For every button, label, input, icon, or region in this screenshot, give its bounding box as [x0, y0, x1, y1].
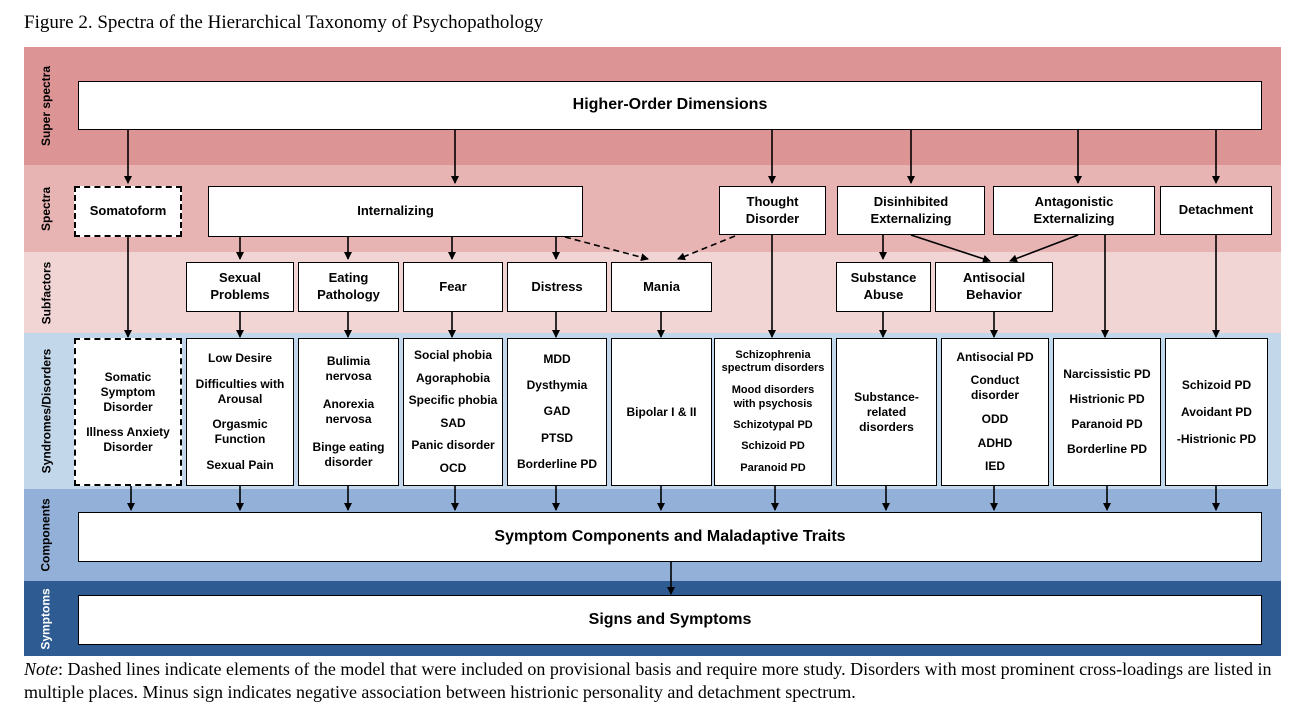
syndrome-item: Sexual Pain: [206, 457, 274, 472]
syndrome-item: IED: [984, 459, 1005, 474]
syndrome-item: Mood disorders with psychosis: [731, 383, 815, 410]
syndrome-item: Borderline PD: [516, 456, 597, 471]
syndrome-item: ADHD: [977, 435, 1013, 450]
note-label: Note: [24, 659, 58, 679]
syndrome-item: Schizophrenia spectrum disorders: [721, 348, 825, 375]
node-disinhibited-externalizing: Disinhibited Externalizing: [837, 186, 985, 235]
node-sexual-problems: Sexual Problems: [186, 262, 294, 312]
syndrome-item: Anorexia nervosa: [322, 397, 375, 426]
node-signs-and-symptoms: Signs and Symptoms: [78, 595, 1262, 645]
syndrome-item: GAD: [543, 404, 571, 419]
syndrome-item: Bipolar I & II: [626, 404, 697, 419]
syndrome-item: Schizotypal PD: [733, 418, 813, 431]
syndrome-item: Paranoid PD: [1071, 417, 1143, 431]
syndrome-list-antisocial: Antisocial PD Conduct disorder ODD ADHD …: [941, 338, 1049, 486]
node-somatoform: Somatoform: [74, 186, 182, 237]
node-symptom-components: Symptom Components and Maladaptive Trait…: [78, 512, 1262, 562]
syndrome-item: Paranoid PD: [740, 461, 806, 474]
syndrome-item: MDD: [543, 352, 571, 367]
syndrome-item: Panic disorder: [411, 438, 495, 453]
node-internalizing: Internalizing: [208, 186, 583, 237]
syndrome-list-detachment: Schizoid PD Avoidant PD -Histrionic PD: [1165, 338, 1268, 486]
node-detachment: Detachment: [1160, 186, 1272, 235]
node-thought-disorder: Thought Disorder: [719, 186, 826, 235]
syndrome-item: Narcissistic PD: [1063, 367, 1151, 381]
syndrome-item: Specific phobia: [408, 393, 498, 408]
syndrome-item: Bulimia nervosa: [325, 354, 372, 383]
syndrome-item: Orgasmic Function: [212, 417, 268, 447]
syndrome-list-mania: Bipolar I & II: [611, 338, 712, 486]
syndrome-list-fear: Social phobia Agoraphobia Specific phobi…: [403, 338, 503, 486]
syndrome-item: Illness Anxiety Disorder: [86, 424, 170, 454]
syndrome-list-eating: Bulimia nervosa Anorexia nervosa Binge e…: [298, 338, 399, 486]
syndrome-item: Difficulties with Arousal: [195, 376, 285, 406]
node-antagonistic-externalizing: Antagonistic Externalizing: [993, 186, 1155, 235]
syndrome-item: Borderline PD: [1066, 442, 1147, 456]
syndrome-list-sexual: Low Desire Difficulties with Arousal Org…: [186, 338, 294, 486]
syndrome-list-thought: Schizophrenia spectrum disorders Mood di…: [714, 338, 832, 486]
syndrome-list-distress: MDD Dysthymia GAD PTSD Borderline PD: [507, 338, 607, 486]
syndrome-item: -Histrionic PD: [1176, 431, 1257, 446]
syndrome-item: Somatic Symptom Disorder: [100, 369, 156, 414]
syndrome-item: Substance- related disorders: [854, 389, 919, 434]
syndrome-item: Avoidant PD: [1181, 404, 1252, 419]
syndrome-item: Low Desire: [207, 351, 273, 366]
syndrome-item: Dysthymia: [526, 378, 588, 393]
node-fear: Fear: [403, 262, 503, 312]
node-higher-order-dimensions: Higher-Order Dimensions: [78, 81, 1262, 130]
syndrome-item: Social phobia: [413, 348, 492, 363]
syndrome-item: Antisocial PD: [956, 349, 1034, 364]
syndrome-list-antagonistic: Narcissistic PD Histrionic PD Paranoid P…: [1053, 338, 1161, 486]
syndrome-item: Schizoid PD: [741, 440, 805, 453]
syndrome-item: Histrionic PD: [1069, 392, 1145, 406]
node-eating-pathology: Eating Pathology: [298, 262, 399, 312]
node-mania: Mania: [611, 262, 712, 312]
syndrome-list-substance: Substance- related disorders: [836, 338, 937, 486]
syndrome-item: PTSD: [540, 430, 573, 445]
syndrome-list-somatoform: Somatic Symptom Disorder Illness Anxiety…: [74, 338, 182, 486]
syndrome-item: SAD: [440, 415, 466, 430]
node-substance-abuse: Substance Abuse: [836, 262, 931, 312]
syndrome-item: Binge eating disorder: [312, 440, 385, 469]
syndrome-item: Conduct disorder: [970, 373, 1020, 403]
node-distress: Distress: [507, 262, 607, 312]
syndrome-item: Schizoid PD: [1181, 377, 1252, 392]
syndrome-item: ODD: [981, 411, 1009, 426]
syndrome-item: OCD: [439, 460, 467, 475]
note-text: : Dashed lines indicate elements of the …: [24, 659, 1272, 703]
figure-note: Note: Dashed lines indicate elements of …: [24, 658, 1294, 705]
figure-caption: Figure 2. Spectra of the Hierarchical Ta…: [24, 12, 544, 33]
syndrome-item: Agoraphobia: [416, 370, 490, 385]
node-antisocial-behavior: Antisocial Behavior: [935, 262, 1053, 312]
